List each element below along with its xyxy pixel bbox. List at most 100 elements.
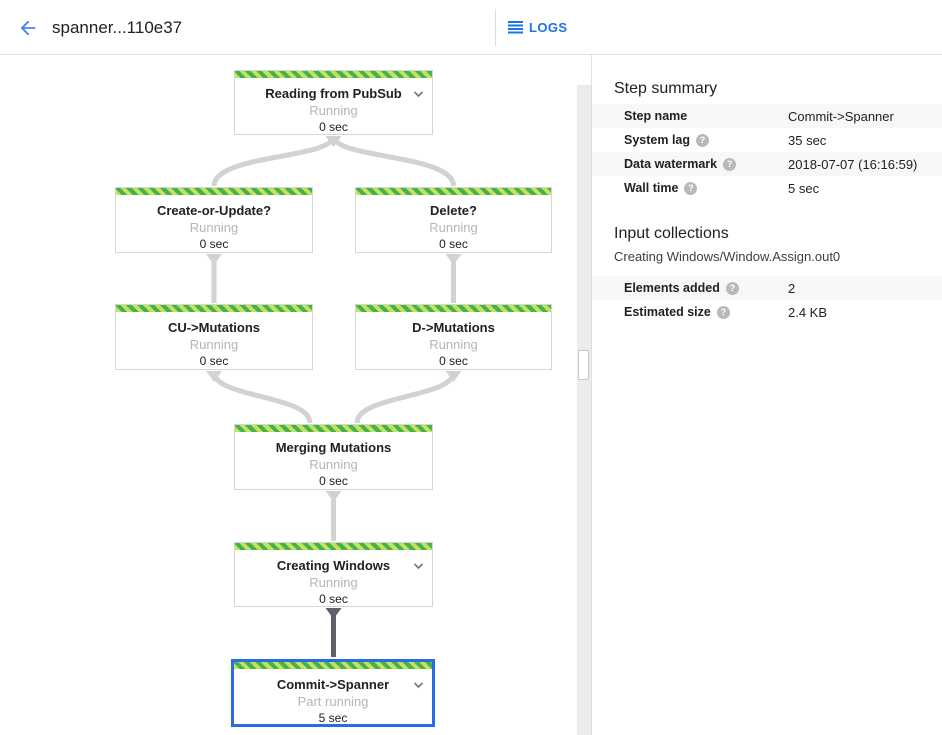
node-title: CU->Mutations (167, 320, 261, 335)
input-collections-heading: Input collections (614, 225, 729, 242)
resizer-grip-handle[interactable] (578, 350, 589, 380)
row-label: Estimated size (624, 305, 788, 319)
help-icon[interactable] (696, 133, 710, 147)
graph-node-delete[interactable]: Delete? Running 0 sec (355, 187, 552, 253)
graph-node-merging-mutations[interactable]: Merging Mutations Running 0 sec (234, 424, 433, 490)
edge-arrow (325, 491, 342, 502)
node-status: Running (309, 103, 358, 118)
row-label-text: Step name (624, 109, 688, 123)
node-time: 0 sec (439, 354, 468, 368)
job-title: spanner...110e37 (52, 17, 183, 37)
step-details-panel: Step Step summary Step name Commit->Span… (591, 0, 942, 735)
list-icon (508, 21, 523, 34)
logs-button-label: LOGS (529, 20, 568, 35)
node-status: Running (189, 220, 239, 235)
row-label: Elements added (624, 281, 788, 295)
running-stripe (234, 662, 432, 669)
top-bar: spanner...110e37 LOGS (0, 0, 942, 55)
table-row: Estimated size 2.4 KB (592, 300, 942, 324)
table-row: Wall time 5 sec (592, 176, 942, 200)
step-summary-table: Step name Commit->Spanner System lag 35 … (592, 104, 942, 200)
node-time: 0 sec (319, 120, 348, 134)
node-title: Delete? (430, 203, 477, 218)
node-time: 0 sec (439, 237, 468, 251)
chevron-down-icon[interactable] (413, 85, 424, 103)
row-value: 2018-07-07 (16:16:59) (788, 156, 918, 172)
input-collection-name: Creating Windows/Window.Assign.out0 (614, 249, 841, 264)
edge-d-mutations-to-merging (354, 371, 456, 424)
graph-node-commit-spanner[interactable]: Commit->Spanner Part running 5 sec (231, 659, 435, 727)
step-summary-heading: Step summary (614, 80, 718, 97)
running-stripe (356, 305, 551, 312)
edge-reading-to-create-or-update (211, 135, 336, 187)
table-row: System lag 35 sec (592, 128, 942, 152)
edge-arrow (206, 254, 222, 265)
row-label-text: Elements added (624, 281, 720, 295)
node-title: Reading from PubSub (265, 86, 402, 101)
node-status: Running (429, 337, 478, 352)
node-title: Create-or-Update? (156, 203, 272, 218)
graph-node-creating-windows[interactable]: Creating Windows Running 0 sec (234, 542, 433, 607)
node-status: Running (309, 457, 358, 472)
panel-content: Step summary Step name Commit->Spanner S… (592, 55, 942, 324)
help-icon[interactable] (725, 281, 739, 295)
row-label: Data watermark (624, 157, 788, 171)
graph-node-reading-from-pubsub[interactable]: Reading from PubSub Running 0 sec (234, 70, 433, 135)
node-title: D->Mutations (412, 320, 495, 335)
chevron-down-icon[interactable] (413, 676, 424, 694)
node-title: Merging Mutations (275, 440, 392, 455)
edge-arrow (206, 371, 222, 382)
graph-edges (206, 135, 462, 657)
help-icon[interactable] (684, 181, 698, 195)
help-icon[interactable] (716, 305, 730, 319)
running-stripe (116, 305, 312, 312)
input-collections-table: Elements added 2 Estimated size 2.4 KB (592, 276, 942, 324)
row-label: System lag (624, 133, 788, 147)
edge-arrow (445, 254, 462, 265)
row-label-text: System lag (624, 133, 691, 147)
row-value: 5 sec (788, 180, 820, 196)
row-value: 2.4 KB (788, 304, 828, 320)
row-label: Step name (624, 109, 788, 123)
row-value: Commit->Spanner (788, 108, 894, 124)
running-stripe (116, 188, 312, 195)
table-row: Data watermark 2018-07-07 (16:16:59) (592, 152, 942, 176)
row-label: Wall time (624, 181, 788, 195)
edge-arrow (325, 136, 342, 147)
running-stripe (235, 425, 432, 432)
edge-reading-to-delete (331, 135, 456, 187)
edge-arrow (445, 371, 462, 382)
node-time: 0 sec (319, 474, 348, 488)
table-row: Elements added 2 (592, 276, 942, 300)
graph-node-d-mutations[interactable]: D->Mutations Running 0 sec (355, 304, 552, 370)
graph-node-create-or-update[interactable]: Create-or-Update? Running 0 sec (115, 187, 313, 253)
edge-cu-mutations-to-merging (211, 371, 313, 424)
row-value: 2 (788, 280, 796, 296)
graph-panel-resizer[interactable] (577, 85, 591, 735)
node-time: 0 sec (199, 354, 229, 368)
table-row: Step name Commit->Spanner (592, 104, 942, 128)
row-value: 35 sec (788, 132, 827, 148)
running-stripe (235, 71, 432, 78)
node-status: Running (429, 220, 478, 235)
node-title: Commit->Spanner (276, 677, 390, 692)
logs-button[interactable]: LOGS (508, 0, 567, 55)
node-time: 0 sec (199, 237, 229, 251)
running-stripe (356, 188, 551, 195)
node-status: Part running (297, 694, 369, 709)
help-icon[interactable] (723, 157, 737, 171)
row-label-text: Estimated size (624, 305, 711, 319)
running-stripe (235, 543, 432, 550)
graph-node-cu-mutations[interactable]: CU->Mutations Running 0 sec (115, 304, 313, 370)
node-status: Running (309, 575, 358, 590)
back-button[interactable] (14, 14, 42, 42)
node-status: Running (189, 337, 239, 352)
toolbar-divider (495, 9, 496, 46)
pipeline-graph: Reading from PubSub Running 0 sec Create… (0, 55, 591, 735)
node-time: 0 sec (319, 592, 348, 606)
node-title: Creating Windows (276, 558, 391, 573)
row-label-text: Data watermark (624, 157, 718, 171)
chevron-down-icon[interactable] (413, 557, 424, 575)
row-label-text: Wall time (624, 181, 679, 195)
